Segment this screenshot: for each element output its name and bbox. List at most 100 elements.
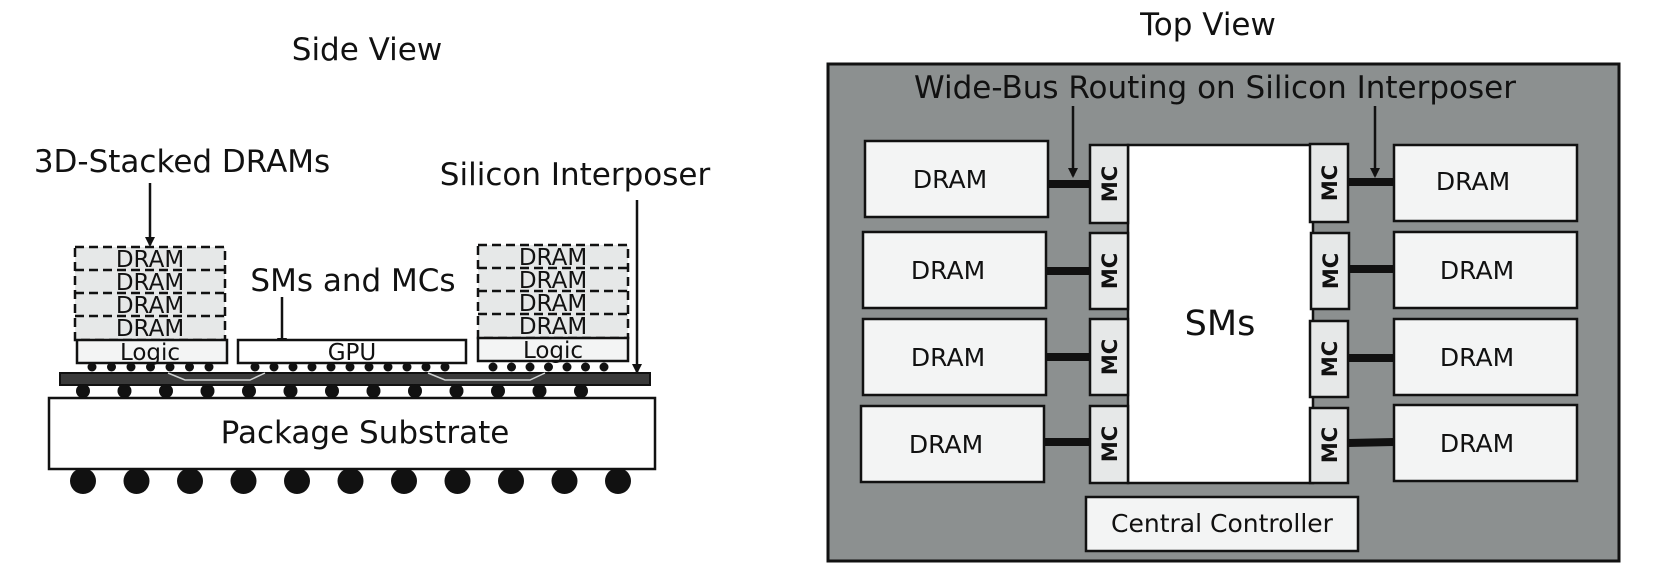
sms-block xyxy=(1126,143,1315,485)
c4-bump xyxy=(408,384,422,398)
dram-layer-label: DRAM xyxy=(116,247,184,273)
solder-ball xyxy=(123,468,150,494)
right-channel: MC DRAM xyxy=(1308,403,1579,485)
c4-bumps xyxy=(76,384,588,398)
micro-bump xyxy=(126,362,136,372)
dram-label: DRAM xyxy=(909,430,983,459)
silicon-interposer xyxy=(59,372,651,386)
dram-block xyxy=(1392,230,1579,310)
dram-label: DRAM xyxy=(1440,256,1514,285)
substrate-label: Package Substrate xyxy=(221,415,510,451)
micro-bump xyxy=(402,362,412,372)
solder-ball xyxy=(337,468,364,494)
dram-layer-label: DRAM xyxy=(116,293,184,319)
central-controller xyxy=(1084,495,1360,553)
micro-bump xyxy=(269,362,279,372)
left-channel: DRAM MC xyxy=(859,404,1130,485)
solder-balls xyxy=(70,468,631,494)
mc-label: MC xyxy=(1318,341,1342,377)
package-substrate xyxy=(47,396,657,471)
c4-bump xyxy=(117,384,132,398)
c4-bump xyxy=(242,384,256,398)
micro-bump xyxy=(544,362,553,372)
left-channel: DRAM MC xyxy=(861,317,1130,397)
c4-bump xyxy=(491,384,505,398)
logic-label: Logic xyxy=(523,338,583,364)
left-dram-stack: DRAM DRAM DRAM DRAM Logic xyxy=(73,245,229,366)
dram-layer-label: DRAM xyxy=(116,316,184,342)
dram-label: DRAM xyxy=(911,343,985,372)
central-controller-label: Central Controller xyxy=(1111,509,1334,538)
micro-bumps xyxy=(87,362,609,372)
solder-ball xyxy=(177,468,203,494)
dram-label: DRAM xyxy=(913,165,987,194)
interposer-trace xyxy=(167,372,266,381)
micro-bump xyxy=(87,362,97,372)
c4-bump xyxy=(449,384,464,398)
micro-bump xyxy=(599,362,609,372)
solder-ball xyxy=(605,468,631,494)
micro-bump xyxy=(307,362,317,372)
micro-bump xyxy=(107,362,116,372)
dram-block xyxy=(1392,403,1579,483)
mc-label: MC xyxy=(1318,427,1342,463)
dram-label: DRAM xyxy=(1436,167,1510,196)
mc-block xyxy=(1308,406,1350,485)
interposer-trace xyxy=(427,372,546,381)
c4-bump xyxy=(200,384,215,398)
mc-block xyxy=(1088,404,1130,485)
wide-bus xyxy=(1347,438,1395,447)
solder-ball xyxy=(391,468,417,494)
micro-bump xyxy=(562,362,572,372)
mc-label: MC xyxy=(1098,253,1122,289)
micro-bump xyxy=(421,362,431,372)
side-view: Side View 3D-Stacked DRAMs Silicon Inter… xyxy=(34,32,710,494)
c4-bump xyxy=(76,384,90,398)
solder-ball xyxy=(70,468,96,494)
c4-bump xyxy=(532,384,547,398)
c4-bump xyxy=(366,384,381,398)
mc-block xyxy=(1088,143,1130,225)
mc-label: MC xyxy=(1098,426,1122,462)
dram-layer-label: DRAM xyxy=(519,314,587,340)
micro-bump xyxy=(146,362,155,372)
micro-bump xyxy=(488,362,498,372)
dram-block xyxy=(863,139,1050,219)
left-channel: DRAM MC xyxy=(863,139,1130,225)
top-view-title: Top View xyxy=(1139,7,1276,43)
solder-ball xyxy=(230,468,257,494)
micro-bump xyxy=(204,362,214,372)
routing-label: Wide-Bus Routing on Silicon Interposer xyxy=(914,70,1516,106)
logic-die xyxy=(476,336,630,363)
dram-block xyxy=(861,230,1048,310)
dram-layer-label: DRAM xyxy=(519,245,587,271)
dram-stack-label: 3D-Stacked DRAMs xyxy=(34,144,330,180)
micro-bump xyxy=(581,362,590,372)
dram-block xyxy=(1392,317,1579,397)
mc-block xyxy=(1309,231,1351,311)
gpu-label: GPU xyxy=(328,340,377,366)
dram-block xyxy=(859,404,1046,484)
mc-block xyxy=(1088,317,1130,397)
solder-ball xyxy=(444,468,471,494)
micro-bump xyxy=(185,362,194,372)
right-channel: MC DRAM xyxy=(1309,230,1579,311)
mc-label: MC xyxy=(1319,253,1343,289)
gpu-callout-label: SMs and MCs xyxy=(250,263,455,299)
top-view: Top View Wide-Bus Routing on Silicon Int… xyxy=(826,7,1621,563)
dram-layer-label: DRAM xyxy=(519,291,587,317)
dram-layer-label: DRAM xyxy=(519,268,587,294)
micro-bump xyxy=(507,362,516,372)
micro-bump xyxy=(250,362,260,372)
solder-ball xyxy=(551,468,578,494)
solder-ball xyxy=(498,468,524,494)
c4-bump xyxy=(325,384,339,398)
c4-bump xyxy=(574,384,588,398)
micro-bump xyxy=(383,362,393,372)
sms-label: SMs xyxy=(1185,304,1256,344)
left-channel: DRAM MC xyxy=(861,230,1130,311)
dram-label: DRAM xyxy=(911,256,985,285)
mc-label: MC xyxy=(1098,166,1122,202)
solder-ball xyxy=(284,468,310,494)
